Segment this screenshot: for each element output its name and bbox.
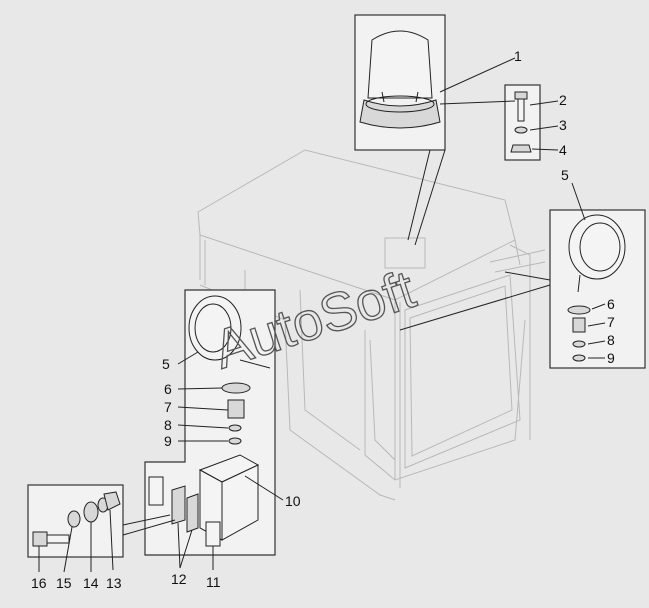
callout-5-right: 5 bbox=[561, 167, 569, 183]
left-lamp-inset bbox=[144, 289, 276, 556]
callout-13: 13 bbox=[106, 575, 122, 591]
callout-9-left: 9 bbox=[164, 433, 172, 449]
callout-7-left: 7 bbox=[164, 399, 172, 415]
right-lamp-inset bbox=[399, 209, 646, 369]
callout-16: 16 bbox=[31, 575, 47, 591]
callout-2: 2 bbox=[559, 92, 567, 108]
leader-lines bbox=[38, 57, 606, 573]
beacon-inset bbox=[354, 14, 446, 246]
callout-12: 12 bbox=[171, 571, 187, 587]
callout-8-left: 8 bbox=[164, 417, 172, 433]
bolt-assembly-inset bbox=[27, 484, 176, 558]
callout-1: 1 bbox=[514, 48, 522, 64]
callout-11: 11 bbox=[206, 574, 221, 590]
callout-8-right: 8 bbox=[607, 332, 615, 348]
callout-labels: 1 2 3 4 5 6 7 8 9 5 6 7 8 9 10 11 12 13 … bbox=[31, 48, 615, 591]
callout-3: 3 bbox=[559, 117, 567, 133]
callout-10: 10 bbox=[285, 493, 301, 509]
callout-14: 14 bbox=[83, 575, 99, 591]
callout-6-left: 6 bbox=[164, 381, 172, 397]
callout-9-right: 9 bbox=[607, 350, 615, 366]
fastener-inset bbox=[504, 84, 541, 161]
callout-5-left: 5 bbox=[162, 356, 170, 372]
callout-15: 15 bbox=[56, 575, 72, 591]
callout-7-right: 7 bbox=[607, 314, 615, 330]
watermark-text: AutoSoft bbox=[207, 259, 423, 380]
callout-6-right: 6 bbox=[607, 296, 615, 312]
callout-4: 4 bbox=[559, 142, 567, 158]
